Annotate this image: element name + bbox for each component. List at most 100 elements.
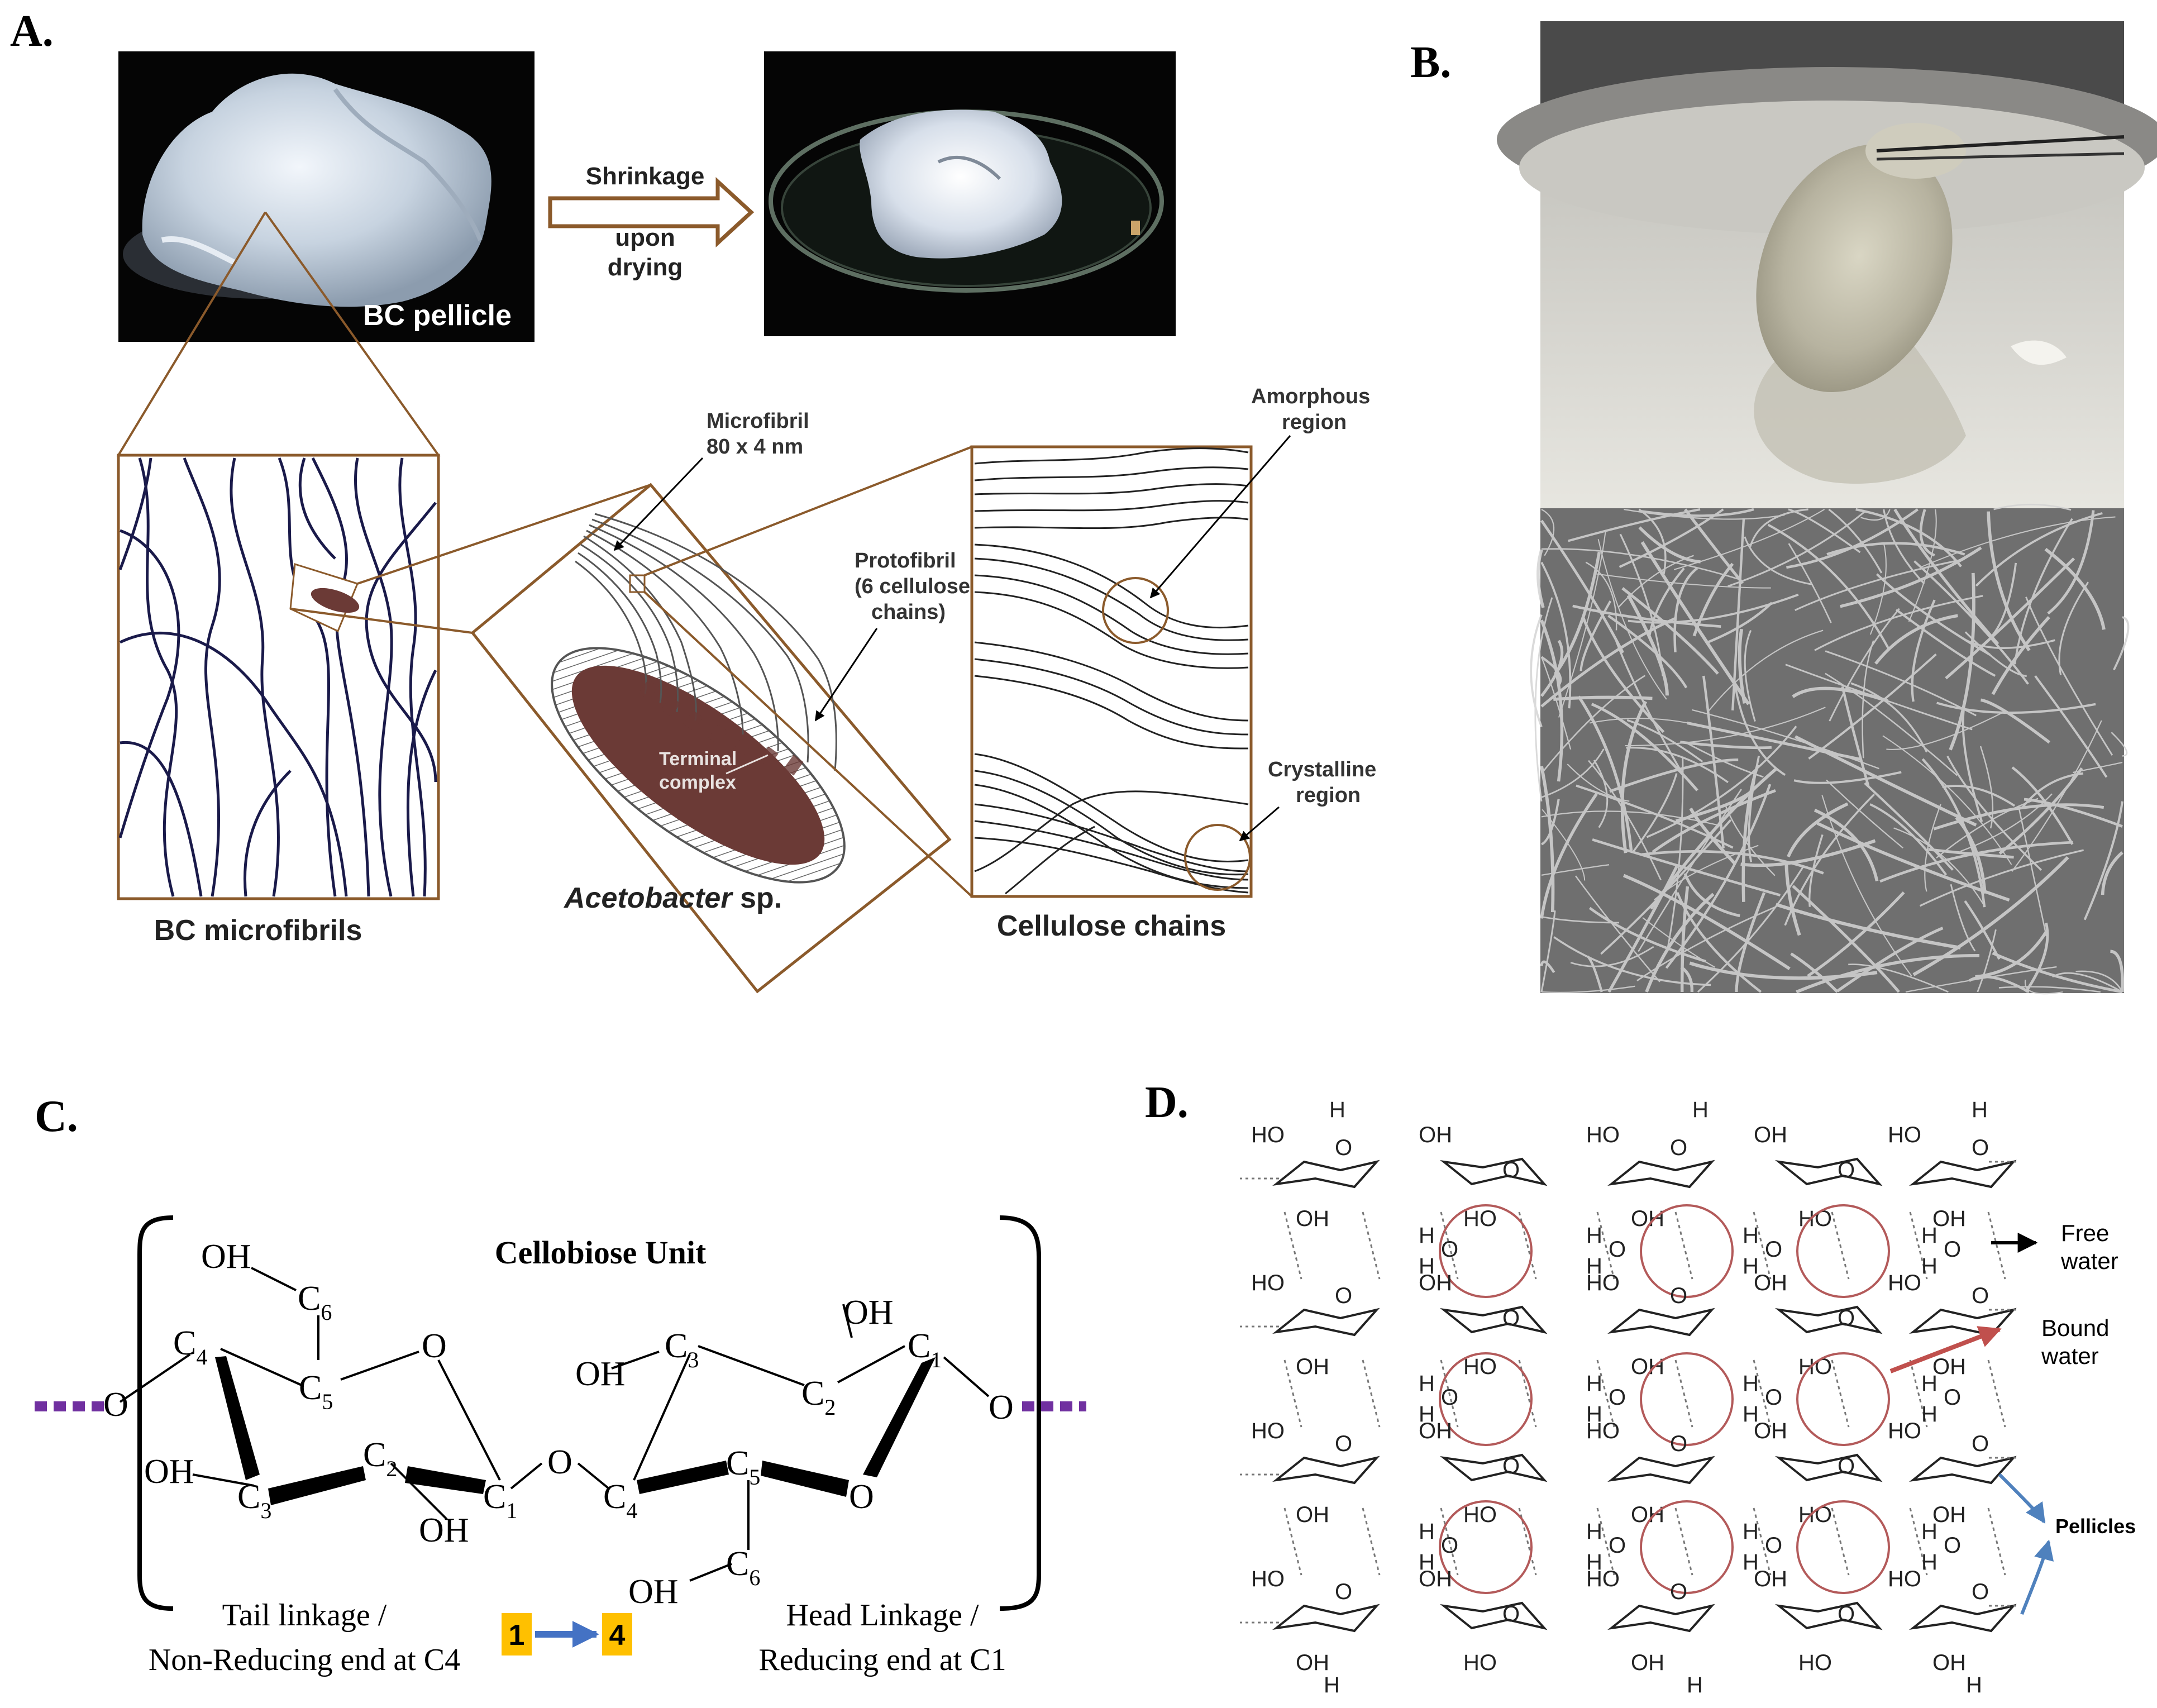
sem-fiber [1975, 512, 2103, 587]
water-h: H [1921, 1519, 1938, 1544]
h-bond [1987, 1211, 2006, 1280]
amorphous-label-1: Amorphous [1251, 385, 1370, 408]
water-h: H [1586, 1371, 1602, 1396]
terminal-complex-label-2: complex [659, 772, 736, 793]
sem-fiber [1679, 741, 1772, 750]
h-bond [1596, 1359, 1615, 1428]
bound-water-circle [1640, 1500, 1734, 1594]
bound-label-1: Bound [2041, 1315, 2109, 1341]
sem-fiber [2101, 851, 2123, 895]
water-o: O [1765, 1237, 1782, 1262]
sem-fiber [1882, 735, 2012, 865]
sem-fiber [2113, 616, 2130, 671]
sem-fiber [1829, 608, 1900, 722]
sem-fiber [1558, 531, 1606, 718]
ring-o-atom: O [1670, 1432, 1687, 1456]
water-h: H [1743, 1371, 1759, 1396]
oh-group: OH [1296, 1650, 1329, 1675]
sem-fiber [1624, 508, 1785, 520]
panel-a: A. BC pellicle Shrinkage upon drying [10, 7, 1376, 994]
reducing-end-label: Reducing end at C1 [758, 1643, 1006, 1677]
sem-fiber [1692, 709, 1879, 770]
h-bond [1518, 1211, 1537, 1280]
sem-fiber [1767, 523, 1890, 650]
cellulose-chains-box: Amorphous region Crystalline region Cell… [970, 385, 1376, 942]
sem-fiber [1807, 891, 1905, 977]
upon-label: upon [615, 224, 675, 251]
h-bond [1596, 1211, 1615, 1280]
sem-fiber [1541, 916, 1619, 924]
c1-label: C1 [483, 1478, 517, 1523]
c5-ring2-label: C5 [726, 1444, 760, 1490]
sem-fiber [1825, 672, 1958, 776]
sem-fiber [1741, 764, 1759, 902]
sem-fiber [1744, 629, 1756, 722]
sem-fiber [2024, 798, 2123, 828]
cellulose-chains-caption: Cellulose chains [997, 910, 1226, 942]
water-o: O [1944, 1385, 1961, 1410]
sem-fiber [1998, 986, 2101, 993]
sem-fiber [1541, 810, 1722, 827]
ring-o-atom: O [1502, 1454, 1520, 1478]
panel-a-label: A. [10, 7, 54, 56]
h-bond [1909, 1359, 1928, 1428]
ring-o-atom: O [1335, 1580, 1352, 1604]
sem-fiber [1968, 975, 2030, 994]
oh-group: OH [1932, 1354, 1966, 1379]
ring-o-atom: O [1335, 1284, 1352, 1308]
free-label-1: Free [2061, 1220, 2109, 1246]
protofibril-strands [575, 513, 837, 771]
ho-group: HO [1251, 1123, 1285, 1147]
h-bond [1831, 1211, 1850, 1280]
sem-fiber [1541, 548, 1739, 580]
glucose-ring [1909, 1456, 2017, 1485]
sem-fiber [1826, 779, 1903, 849]
sem-fiber [2024, 979, 2063, 995]
sem-fiber [1665, 784, 1772, 969]
terminal-complex-label-1: Terminal [659, 748, 737, 770]
ho-group: HO [1586, 1419, 1620, 1443]
water-h: H [1586, 1550, 1602, 1575]
bound-water-circle [1796, 1352, 1890, 1446]
sem-fiber [1840, 546, 1982, 608]
sem-fiber [1828, 508, 1883, 574]
sem-fiber [1577, 695, 1633, 851]
sem-fiber [1579, 600, 1612, 671]
sem-fiber [1979, 746, 1994, 829]
sem-fiber [2025, 922, 2049, 993]
oh-group: HO [1463, 1502, 1497, 1527]
bound-water-circle [1640, 1352, 1734, 1446]
sem-fiber [1540, 675, 1646, 774]
h-bond [1440, 1507, 1459, 1576]
terminal-h: H [1966, 1673, 1982, 1697]
sem-fiber [1648, 567, 1685, 636]
sem-fiber [1626, 594, 1669, 696]
sem-fiber [1848, 963, 1949, 993]
bound-water-annotation: Bound water [1889, 1315, 2109, 1373]
free-label-2: water [2060, 1248, 2118, 1274]
water-h: H [1586, 1402, 1602, 1426]
sem-fiber [1911, 599, 1936, 702]
sem-fiber [1676, 891, 1762, 993]
ring-o-atom: O [1335, 1136, 1352, 1160]
terminal-h: H [1972, 1098, 1988, 1122]
sem-fiber [1921, 758, 1986, 908]
oh-group: OH [1296, 1206, 1329, 1231]
c6-label: C6 [298, 1280, 332, 1325]
right-o-label: O [989, 1389, 1014, 1426]
sem-fiber [1836, 927, 1944, 993]
glucose-ring [1440, 1601, 1548, 1630]
ring-o-atom: O [1972, 1136, 1989, 1160]
sem-fiber [1638, 526, 1701, 564]
sem-fiber [1626, 719, 1703, 763]
c6-ring2-oh-label: OH [628, 1573, 679, 1611]
ho-group: OH [1419, 1567, 1452, 1591]
ring2-o-label: O [849, 1478, 874, 1516]
water-h: H [1921, 1402, 1938, 1426]
sem-fiber [1913, 560, 2029, 685]
sem-fiber [1794, 735, 1977, 827]
sem-fiber [1619, 508, 1724, 569]
h-bond [1674, 1359, 1693, 1428]
c2-oh-label: OH [419, 1511, 469, 1549]
ho-group: HO [1888, 1271, 1921, 1295]
